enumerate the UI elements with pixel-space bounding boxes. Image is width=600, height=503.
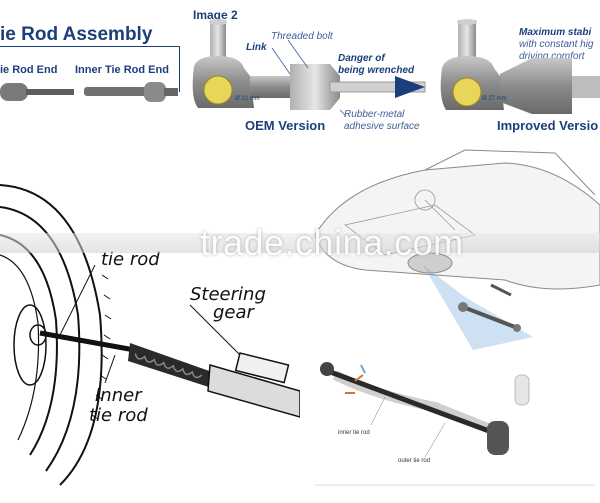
- outer-tie-rod-end-label: ie Rod End: [0, 64, 58, 76]
- wheel-steering-drawing: [0, 184, 300, 486]
- oem-version-label: OEM Version: [245, 118, 326, 133]
- zoomed-tie-rod: [458, 283, 521, 332]
- danger-line-2: being wrenched: [338, 65, 415, 76]
- watermark-band: [0, 233, 600, 253]
- improved-joint-drawing: Ø 27 mm: [440, 19, 600, 114]
- link-label: Link: [246, 42, 267, 53]
- oem-joint-drawing: Ø 22 mm: [192, 19, 426, 117]
- steering-gear-line-2: gear: [213, 302, 254, 323]
- max-stability-line-1: Maximum stabi: [519, 27, 592, 38]
- tire-tread: [91, 274, 112, 420]
- tie-rod-and-rack: [39, 330, 300, 418]
- threaded-bolt-label: Threaded bolt: [271, 31, 333, 42]
- improved-diameter-label: Ø 27 mm: [482, 96, 507, 102]
- zoom-beam: [423, 265, 533, 350]
- inner-tie-rod-end-part: [84, 82, 178, 102]
- outer-tie-rod-end-part: [0, 83, 74, 101]
- inner-tie-rod-line-2: tie rod: [89, 405, 148, 426]
- assembly-title: ie Rod Assembly: [0, 24, 153, 45]
- inner-tie-rod-end-label: Inner Tie Rod End: [75, 64, 169, 76]
- tie-rod-label: tie rod: [101, 249, 160, 270]
- title-bracket-right: [179, 46, 180, 92]
- max-stability-line-3: driving comfort: [519, 51, 585, 62]
- leader-lines: [59, 264, 241, 384]
- title-underline: [0, 46, 180, 47]
- car-tie-rod-drawing: [314, 149, 600, 486]
- detailed-tie-rod: [320, 362, 530, 458]
- oem-diameter-label: Ø 22 mm: [235, 96, 260, 102]
- max-stability-line-2: with constant hig: [519, 39, 594, 50]
- danger-line-1: Danger of: [338, 53, 385, 64]
- joint-comparison-diagram: Ø 22 mm Ø 27 mm: [192, 19, 600, 117]
- steering-gear-line-1: Steering: [190, 284, 266, 305]
- watermark-text: trade.china.com: [200, 222, 464, 263]
- outer-tie-rod-small-label: outer tie rod: [398, 458, 431, 464]
- improved-version-label: Improved Versio: [497, 118, 599, 133]
- rubber-metal-line-1: Rubber-metal: [344, 109, 405, 120]
- inner-tie-rod-small-label: inner tie rod: [338, 430, 370, 436]
- rubber-metal-line-2: adhesive surface: [344, 121, 420, 132]
- car-body: [314, 149, 600, 290]
- inner-tie-rod-line-1: Inner: [95, 385, 142, 406]
- tie-rod-parts-photo: [0, 82, 178, 102]
- image-label: Image 2: [193, 8, 238, 22]
